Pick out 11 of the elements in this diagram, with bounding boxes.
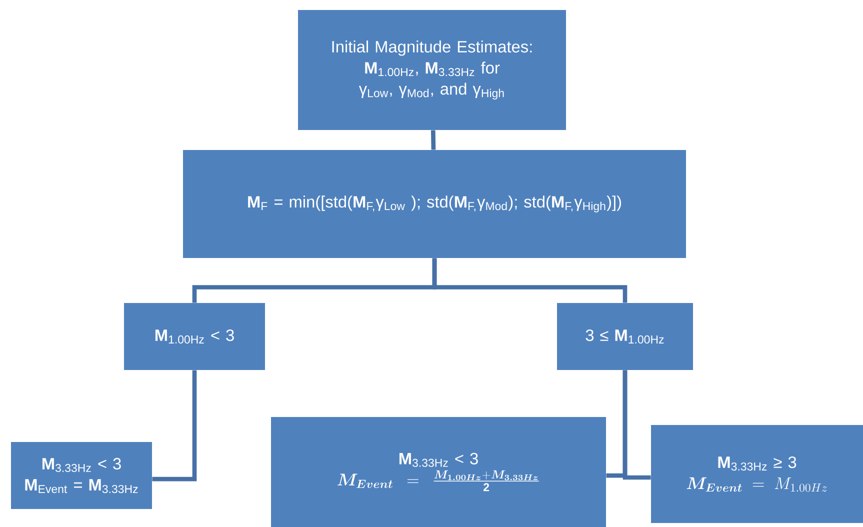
process-box: 3 ≤ M$_{1.00Hz}$ — [557, 303, 693, 370]
process-box: M$_{3.33Hz}$ < 3 M$_{Event}$ = M$_{3.33Hz}$ — [11, 442, 152, 509]
connector-line — [622, 370, 651, 480]
process-box: M$_{F}$ = min([std(M$_{F,}$γ$_{Low}$ ); std(M$_{F,}$γ$_{Mod}$); std(M$_{F,}$γ$_{High}$)]) — [183, 150, 686, 258]
connector-line — [152, 370, 197, 482]
connector-line — [432, 258, 628, 303]
connector-line — [430, 130, 436, 150]
process-box: M$_{3.33Hz}$ ≥ 3 $\boldsymbol{M_{Event}} = M_{1.00Hz}$ — [651, 425, 863, 523]
process-box: M$_{3.33Hz}$ < 3 $\boldsymbol{M_{Event}} = \frac{\boldsymbol{M_{1.00Hz}} + \boldsymbol{M_{3.33Hz}}}{\mathbf{2}}$ — [271, 417, 606, 527]
process-box: M$_{1.00Hz}$ < 3 — [124, 303, 265, 370]
process-box: Initial Magnitude Estimates: M$_{1.00Hz}$, M$_{3.33Hz}$ for γ$_{Low}$, γ$_{Mod}$, and γ$_{High}$ — [298, 10, 566, 130]
